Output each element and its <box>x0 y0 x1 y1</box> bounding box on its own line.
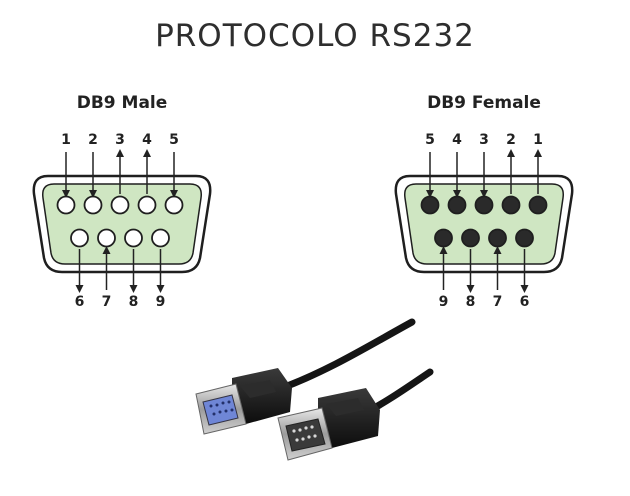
male-pin <box>70 228 89 248</box>
male-pin-number: 6 <box>75 294 85 310</box>
female-pin <box>488 228 507 248</box>
male-label: DB9 Male <box>77 93 168 113</box>
db9-male-connector: DB9 Male 1 2 3 4 5 6 7 8 9 <box>32 93 212 310</box>
female-plug <box>195 368 292 435</box>
female-pin-number: 6 <box>520 294 530 310</box>
female-pin <box>447 195 467 215</box>
page-title: PROTOCOLO RS232 <box>155 18 475 54</box>
female-pin <box>474 195 494 215</box>
female-pin <box>420 195 440 215</box>
female-pin <box>528 195 548 215</box>
male-pin-number: 4 <box>142 132 152 148</box>
male-pin-number: 1 <box>61 132 71 148</box>
male-pin <box>110 195 130 215</box>
male-pin <box>83 195 103 215</box>
male-pin-number: 2 <box>88 132 98 148</box>
cable-wire <box>278 318 416 392</box>
db9-female-connector: DB9 Female 5 4 3 2 1 9 8 7 6 <box>394 93 574 310</box>
male-pin-number: 5 <box>169 132 179 148</box>
male-pin <box>137 195 157 215</box>
female-pin <box>461 228 480 248</box>
male-pin <box>151 228 170 248</box>
male-pin-number: 8 <box>129 294 139 310</box>
male-pin <box>164 195 184 215</box>
male-pin <box>97 228 116 248</box>
female-pin <box>501 195 521 215</box>
female-label: DB9 Female <box>427 93 541 113</box>
female-pin-number: 8 <box>466 294 476 310</box>
female-pin <box>515 228 534 248</box>
female-pin-number: 3 <box>479 132 489 148</box>
male-pin-number: 7 <box>102 294 112 310</box>
female-pin-number: 9 <box>439 294 449 310</box>
male-plug <box>277 388 380 461</box>
male-pin <box>124 228 143 248</box>
female-pin <box>434 228 453 248</box>
female-pin-number: 4 <box>452 132 462 148</box>
female-pin-number: 2 <box>506 132 516 148</box>
female-shell-outer <box>394 174 574 274</box>
male-pin-number: 9 <box>156 294 166 310</box>
male-pin-number: 3 <box>115 132 125 148</box>
male-shell-outer <box>32 174 212 274</box>
female-pin-number: 7 <box>493 294 503 310</box>
female-pin-number: 1 <box>533 132 543 148</box>
rs232-cable-illustration <box>195 318 434 461</box>
male-pin <box>56 195 76 215</box>
female-pin-number: 5 <box>425 132 435 148</box>
